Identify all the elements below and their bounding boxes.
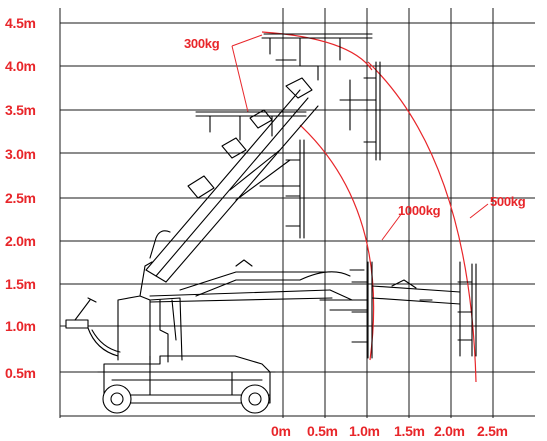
boom-extended: [371, 279, 461, 305]
load-label-300kg: 300kg: [184, 36, 220, 51]
glazing-robot-drawing: [65, 33, 477, 414]
front-wheel: [240, 384, 270, 414]
y-tick-label: 3.5m: [5, 102, 36, 118]
vacuum-head-upper-vertical: [339, 61, 381, 161]
load-label-1000kg: 1000kg: [398, 203, 441, 218]
envelope-500kg-arc: [367, 61, 477, 383]
y-tick-label: 4.0m: [5, 58, 36, 74]
y-tick-label: 3.0m: [5, 146, 36, 162]
x-axis-labels: 0m 0.5m 1.0m 1.5m 2.0m 2.5m: [271, 423, 508, 439]
vacuum-head-lower-vertical: [319, 261, 373, 359]
rear-wheel: [102, 384, 132, 414]
vacuum-head-mid-vertical: [259, 139, 305, 239]
x-tick-label: 2.5m: [477, 423, 508, 439]
boom-raised: [145, 77, 319, 283]
x-tick-label: 0.5m: [307, 423, 338, 439]
x-tick-label: 1.5m: [394, 423, 425, 439]
vacuum-head-middle: [195, 111, 307, 141]
load-label-500kg: 500kg: [490, 194, 526, 209]
y-tick-label: 0.5m: [5, 365, 36, 381]
vacuum-head-far-vertical: [457, 261, 477, 357]
machine-tower: [117, 261, 183, 363]
y-tick-label: 2.5m: [5, 190, 36, 206]
load-envelope-curves: [261, 31, 477, 383]
y-tick-label: 4.5m: [5, 15, 36, 31]
y-tick-label: 1.5m: [5, 276, 36, 292]
envelope-1000kg-arc: [299, 124, 375, 361]
grid: [59, 8, 535, 418]
vacuum-head-top: [261, 33, 373, 81]
boom-horizontal: [149, 259, 365, 303]
y-tick-label: 2.0m: [5, 233, 36, 249]
y-axis-labels: 4.5m 4.0m 3.5m 3.0m 2.5m 2.0m 1.5m 1.0m …: [5, 15, 36, 381]
y-tick-label: 1.0m: [5, 318, 36, 334]
x-tick-label: 1.0m: [349, 423, 380, 439]
tiller-handle: [65, 297, 121, 357]
x-tick-label: 0m: [271, 423, 291, 439]
x-tick-label: 2.0m: [434, 423, 465, 439]
leader-lines: [231, 34, 489, 241]
